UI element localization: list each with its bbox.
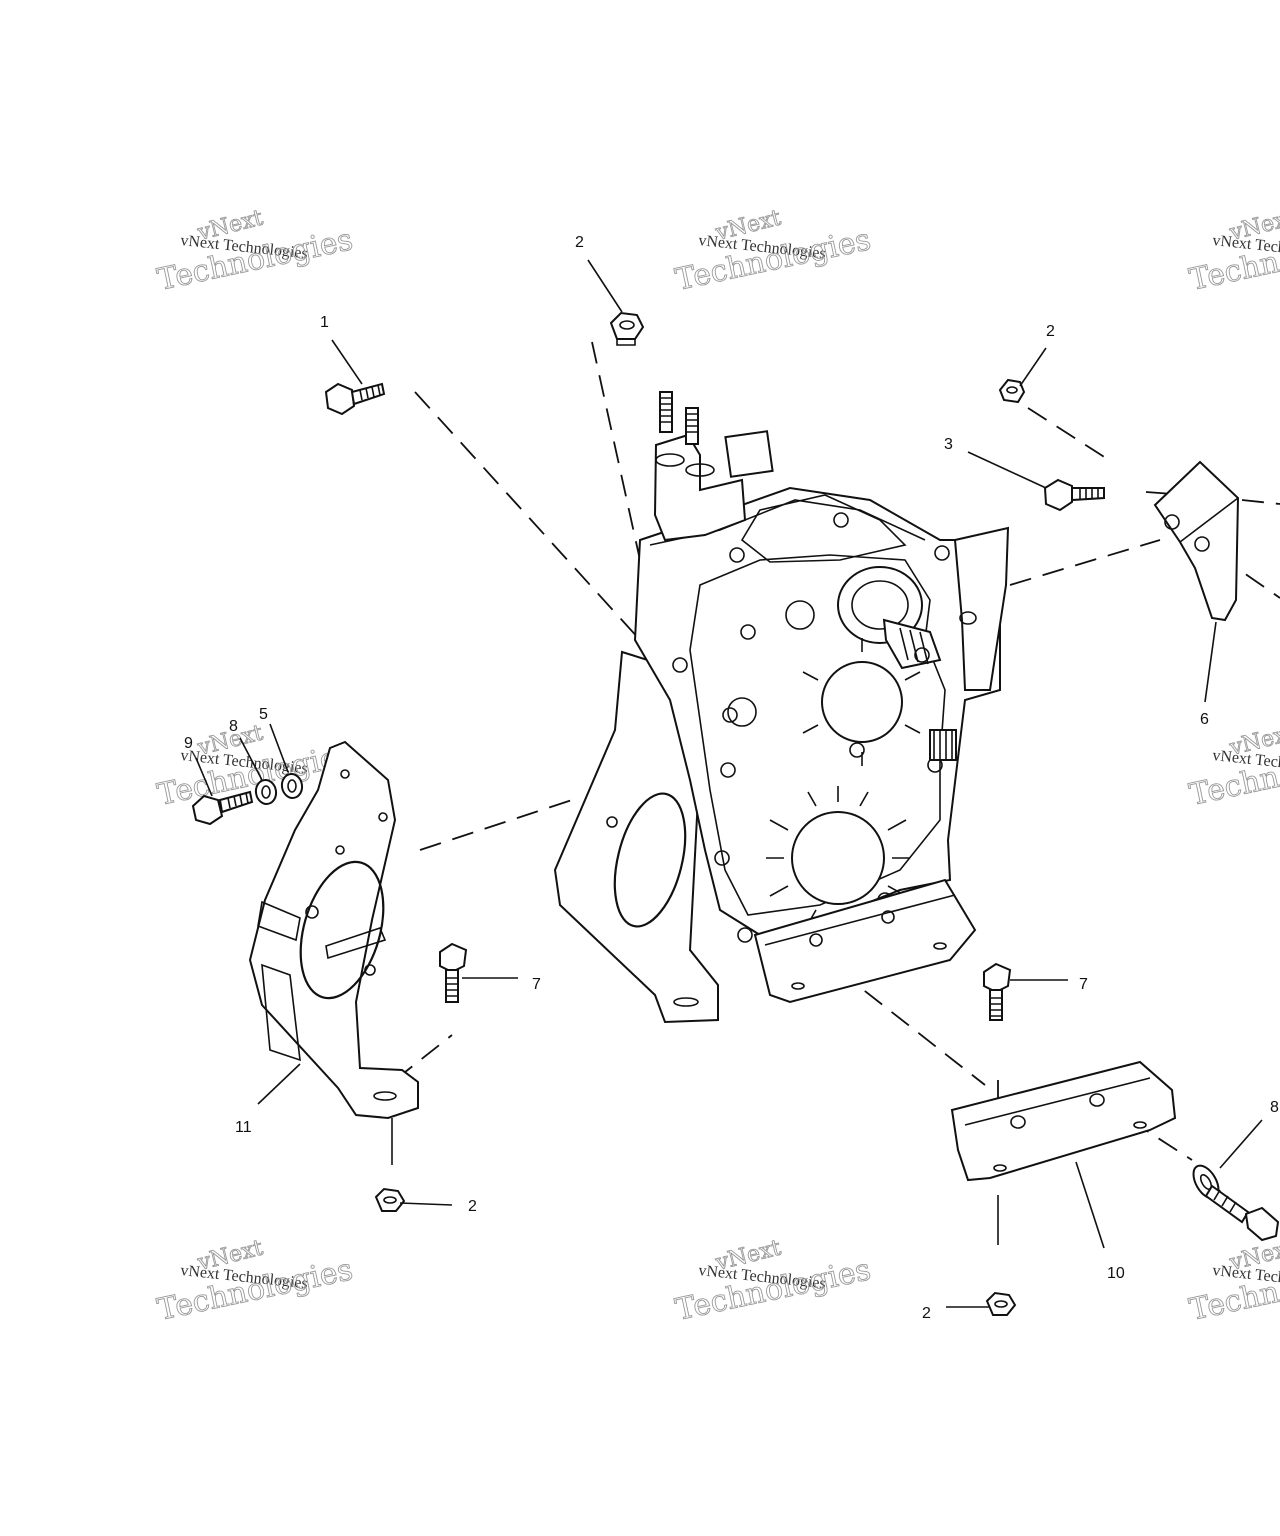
mount-plate-slot bbox=[673, 997, 699, 1007]
stud-thread bbox=[686, 413, 698, 433]
bracket-11 bbox=[248, 740, 419, 1120]
bracket-11-slot bbox=[373, 1091, 397, 1101]
assembly-line bbox=[591, 341, 641, 561]
bracket-11-lip bbox=[261, 963, 301, 1062]
bracket-11-opening bbox=[299, 860, 385, 1000]
nut-icon bbox=[985, 1291, 1017, 1316]
mount-plate-opening bbox=[613, 792, 687, 928]
fitting-ring bbox=[685, 463, 715, 477]
bracket-6-fold bbox=[1179, 497, 1239, 543]
foot-edge bbox=[764, 894, 956, 946]
callout-7: 7 bbox=[532, 976, 541, 993]
nut-icon bbox=[374, 1187, 406, 1212]
assembly-line bbox=[1241, 499, 1280, 505]
callout-9: 9 bbox=[184, 735, 193, 752]
bracket-6-hole bbox=[1164, 514, 1180, 530]
bracket-10-body bbox=[950, 1060, 1177, 1182]
callout-11: 11 bbox=[235, 1119, 252, 1136]
connector-block bbox=[724, 430, 774, 478]
bolt-icon bbox=[324, 382, 386, 416]
gearbox-assembly bbox=[553, 391, 1010, 1024]
bracket-11-hole bbox=[335, 845, 345, 855]
foot-hole bbox=[809, 933, 823, 947]
watermark-bottom-center: vNext vNext Technologies Technologies bbox=[672, 1235, 874, 1328]
bracket-11-hole bbox=[378, 812, 388, 822]
callout-10: 10 bbox=[1107, 1265, 1125, 1282]
callout-6: 6 bbox=[1200, 711, 1209, 728]
callout-2: 2 bbox=[1046, 323, 1055, 340]
bracket-11-hole bbox=[305, 905, 319, 919]
callout-5: 5 bbox=[259, 706, 268, 723]
foot-hole bbox=[791, 982, 805, 990]
bolt-icon bbox=[1043, 478, 1105, 512]
upper-gear-cover bbox=[821, 661, 903, 743]
assembly-line bbox=[1027, 407, 1113, 463]
flange-hole bbox=[959, 611, 977, 625]
watermark-top-left: vNext vNext Technologies Technologies bbox=[154, 205, 356, 298]
callout-8: 8 bbox=[1270, 1099, 1279, 1116]
callout-2: 2 bbox=[922, 1305, 931, 1322]
bracket-11-hole bbox=[340, 769, 350, 779]
nut-icon bbox=[609, 311, 645, 346]
callout-1: 1 bbox=[320, 314, 329, 331]
assembly-line bbox=[414, 391, 641, 641]
callout-2: 2 bbox=[575, 234, 584, 251]
nut-icon bbox=[998, 378, 1026, 404]
housing-cover-outline bbox=[689, 554, 946, 916]
leader-lines bbox=[195, 259, 1263, 1308]
assembly-line bbox=[419, 799, 573, 851]
watermark-bottom-left: vNext vNext Technologies Technologies bbox=[154, 1235, 356, 1328]
callout-3: 3 bbox=[944, 436, 953, 453]
lower-gear-cover bbox=[791, 811, 885, 905]
bolt-icon bbox=[983, 962, 1012, 1021]
foot-hole bbox=[933, 942, 947, 950]
mount-plate-hole bbox=[606, 816, 618, 828]
callout-2: 2 bbox=[468, 1198, 477, 1215]
bolt-icon bbox=[191, 790, 254, 826]
bracket-10-hole bbox=[993, 1164, 1007, 1172]
bracket-10-edge bbox=[964, 1077, 1151, 1126]
bracket-10 bbox=[950, 1060, 1177, 1182]
side-flange bbox=[953, 526, 1010, 691]
assembly-line bbox=[1009, 539, 1161, 586]
watermark-top-right: vNext vNext Technologies Technologies bbox=[1186, 205, 1280, 298]
stud-thread bbox=[660, 397, 672, 423]
bolt-icon bbox=[1204, 1184, 1280, 1242]
gearbox-foot bbox=[753, 878, 977, 1004]
watermark-bottom-right: vNext vNext Technologies Technologies bbox=[1186, 1235, 1280, 1328]
bracket-11-hole bbox=[364, 964, 376, 976]
callout-8: 8 bbox=[229, 718, 238, 735]
assembly-line bbox=[837, 969, 986, 1086]
bracket-6 bbox=[1153, 460, 1240, 622]
bracket-10-hole bbox=[1133, 1121, 1147, 1129]
bracket-11-tab bbox=[325, 927, 387, 960]
bracket-10-hole bbox=[1089, 1093, 1105, 1107]
washer-icon bbox=[280, 773, 304, 799]
gear-teeth bbox=[933, 730, 953, 760]
watermark-mid-right: vNext vNext Technologies Technologies bbox=[1186, 720, 1280, 813]
bolt-icon bbox=[439, 942, 468, 1003]
foot-hole bbox=[881, 910, 895, 924]
fitting-ring bbox=[655, 453, 685, 467]
bracket-11-tab bbox=[257, 900, 301, 942]
output-shaft-seal bbox=[851, 580, 909, 630]
callout-7: 7 bbox=[1079, 976, 1088, 993]
housing-top-cover bbox=[740, 494, 907, 563]
bracket-11-body bbox=[248, 740, 419, 1120]
washer-icon bbox=[254, 779, 278, 805]
bracket-10-hole bbox=[1010, 1115, 1026, 1129]
bracket-6-hole bbox=[1194, 536, 1210, 552]
watermark-top-center: vNext vNext Technologies Technologies bbox=[672, 205, 874, 298]
callouts: 1 2 2 3 6 9 8 5 7 7 11 2 2 10 8 bbox=[184, 234, 1279, 1322]
housing-bolt-bosses bbox=[672, 512, 950, 943]
